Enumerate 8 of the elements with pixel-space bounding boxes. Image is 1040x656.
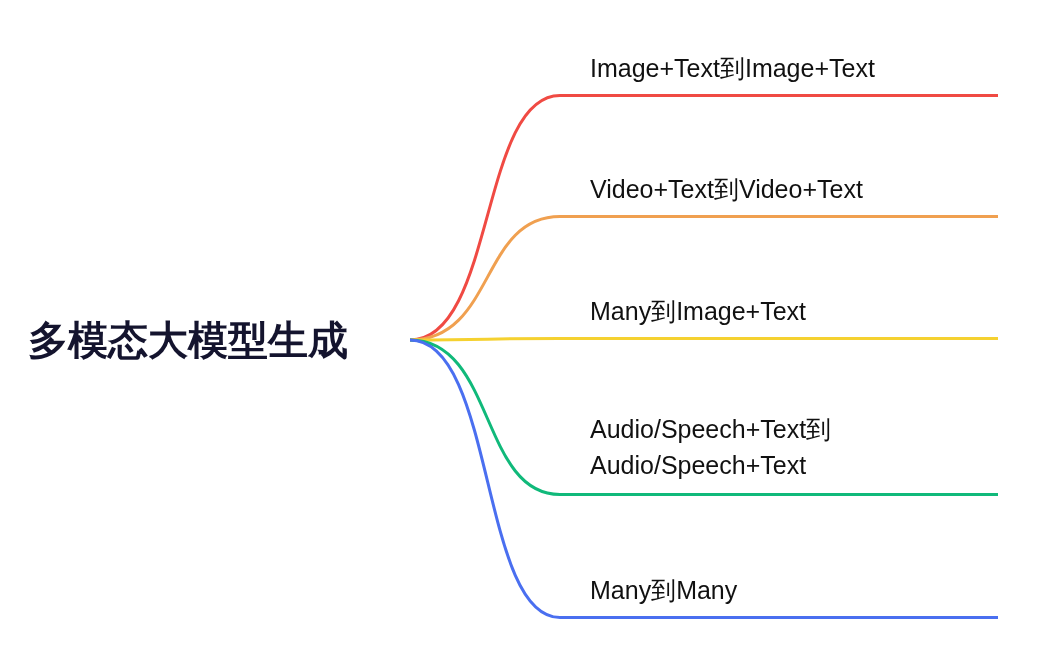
branch-text: Image+Text到Image+Text <box>590 53 875 84</box>
branch-text: Audio/Speech+Text到Audio/Speech+Text <box>590 413 833 481</box>
branch-connector <box>410 337 560 342</box>
branch-text: Video+Text到Video+Text <box>590 174 863 205</box>
branch-connector <box>409 338 561 619</box>
root-topic: 多模态大模型生成 <box>28 316 348 364</box>
branch-text: Many到Image+Text <box>590 296 807 327</box>
branch-text: Many到Many <box>590 575 738 606</box>
